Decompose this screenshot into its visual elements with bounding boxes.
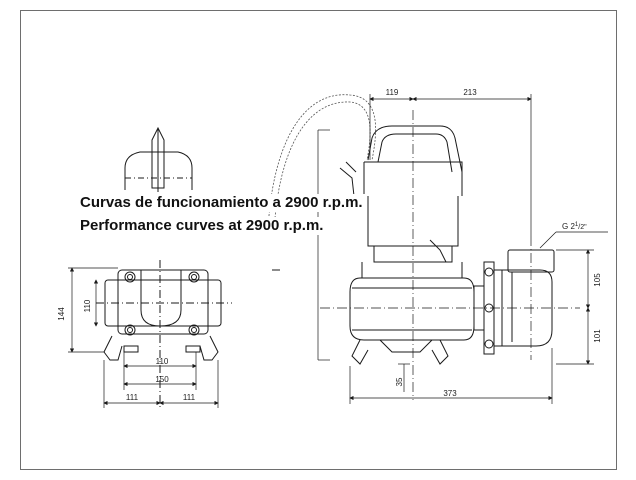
dim-119: 119 xyxy=(386,88,399,97)
dim-110-bottom: 110 xyxy=(156,357,169,366)
dim-105: 105 xyxy=(593,273,602,287)
heading-spanish: Curvas de funcionamiento a 2900 r.p.m. xyxy=(78,194,365,212)
thread-label: G 21/2" xyxy=(562,222,587,231)
dim-373: 373 xyxy=(443,389,457,398)
drawing-frame xyxy=(20,10,617,470)
side-view-pump xyxy=(320,110,580,400)
plan-view-dimensions xyxy=(68,267,219,408)
heading-english: Performance curves at 2900 r.p.m. xyxy=(78,217,326,235)
side-view-dimensions xyxy=(317,94,608,404)
dim-150: 150 xyxy=(155,375,169,384)
dim-144: 144 xyxy=(57,307,66,321)
plan-view-pump xyxy=(96,260,232,410)
dim-111-left: 111 xyxy=(126,393,139,402)
dim-213: 213 xyxy=(463,88,477,97)
dim-111-right: 111 xyxy=(183,393,196,402)
dim-101: 101 xyxy=(593,329,602,343)
top-view-pump xyxy=(124,126,193,192)
dim-110-vertical: 110 xyxy=(83,299,92,312)
dim-35: 35 xyxy=(395,377,404,386)
